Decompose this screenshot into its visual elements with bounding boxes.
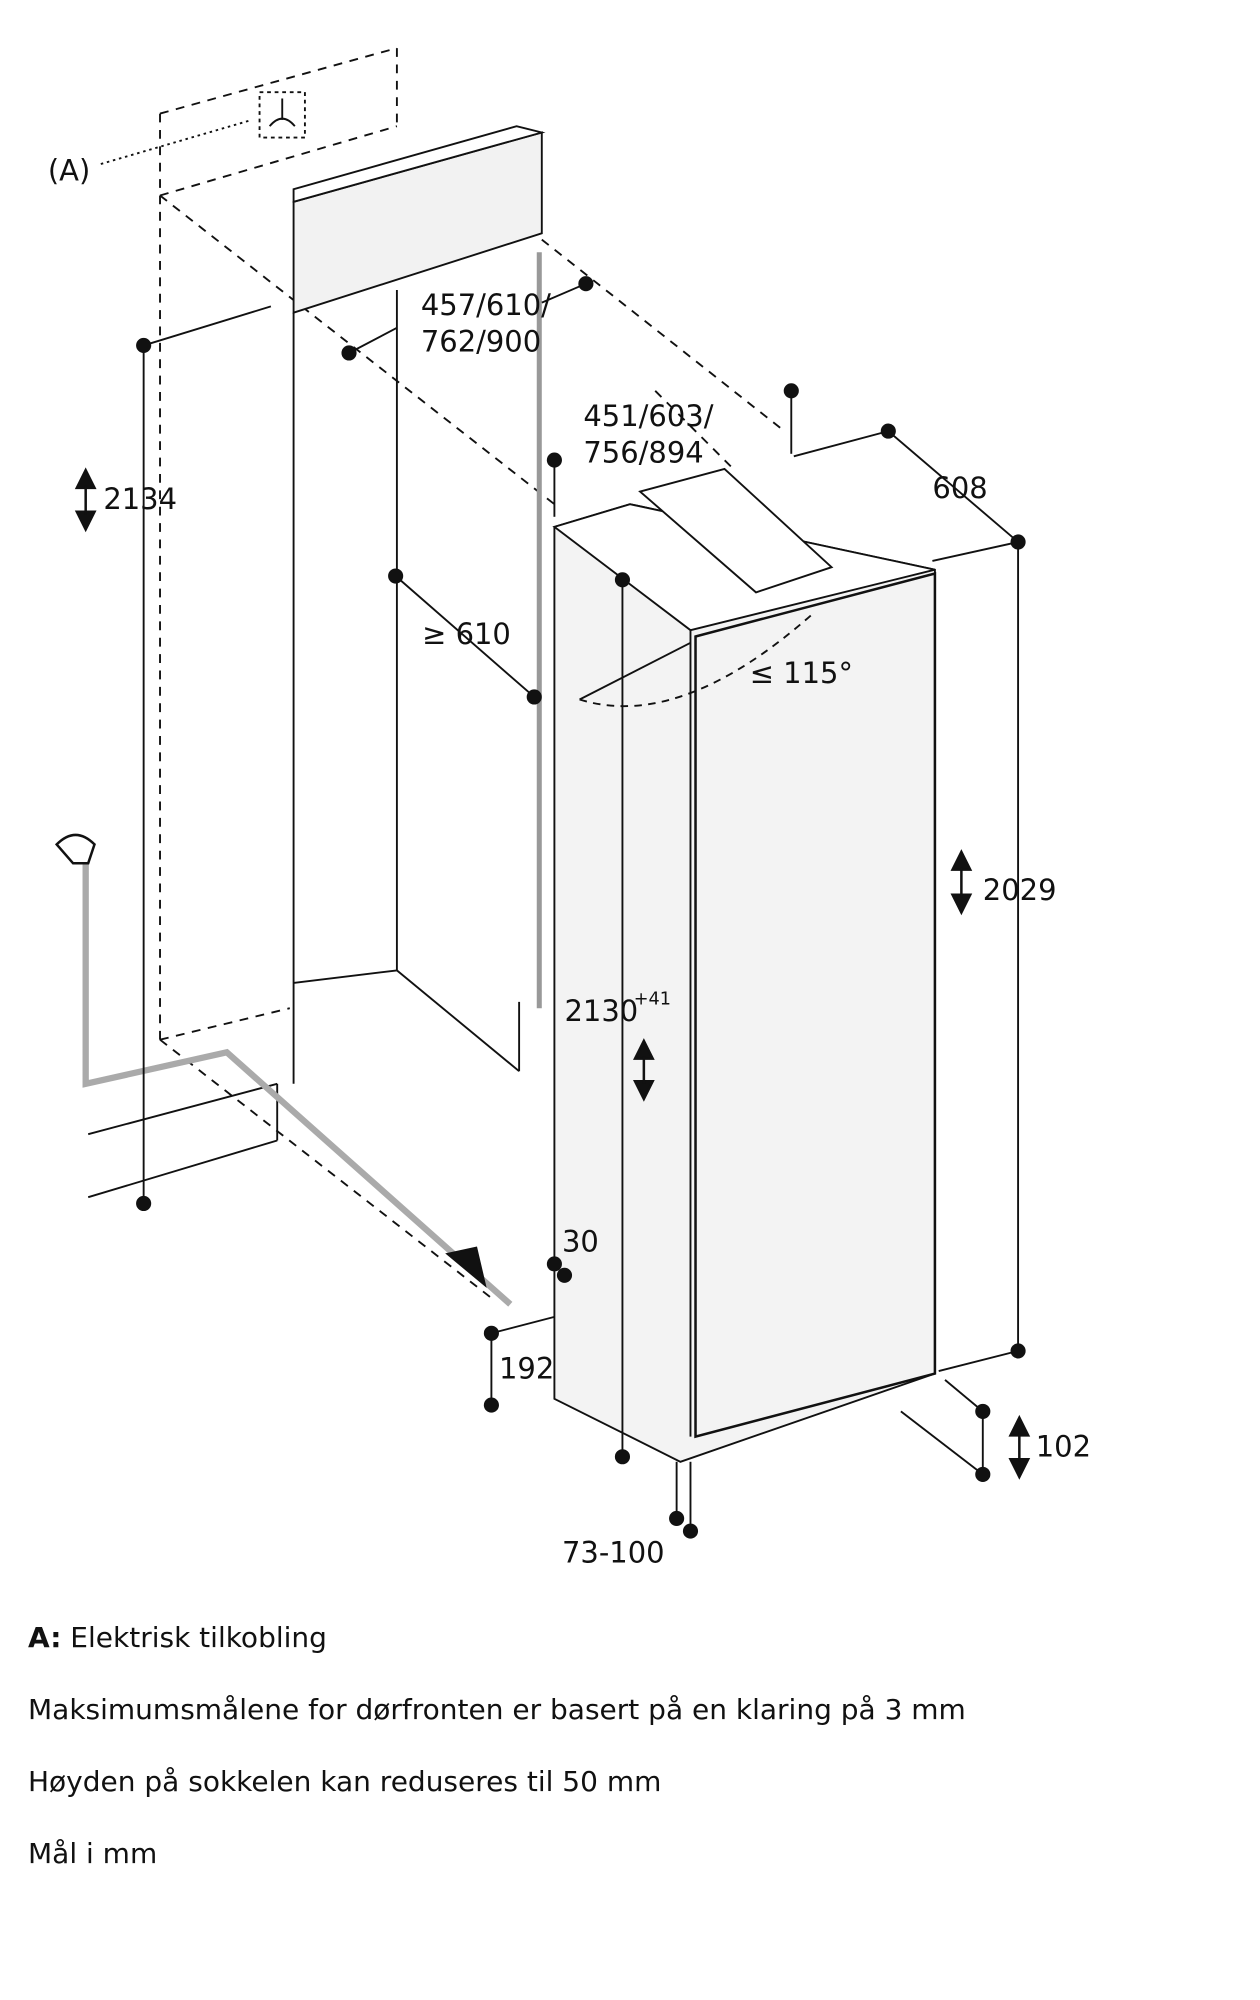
note-plinth-height: Høyden på sokkelen kan reduseres til 50 …: [28, 1765, 662, 1798]
note-a-label: A:: [28, 1621, 62, 1654]
dim-door-width-1: 451/603/: [583, 399, 713, 433]
note-door-clearance: Maksimumsmålene for dørfronten er basert…: [28, 1693, 966, 1726]
dim-102: 102: [1036, 1430, 1091, 1464]
dim-niche-width-1: 457/610/: [421, 288, 551, 322]
dim-niche-width-2: 762/900: [421, 325, 541, 359]
niche-outline: [159, 47, 782, 1299]
dim-2130-tolerance: +41: [634, 989, 671, 1009]
note-a-text: Elektrisk tilkobling: [70, 1621, 327, 1654]
dimension-points: [136, 276, 1026, 1539]
dim-2029: 2029: [983, 873, 1057, 907]
dim-2130: 2130: [564, 994, 638, 1028]
dim-608: 608: [932, 471, 987, 505]
dim-door-width-2: 756/894: [583, 436, 703, 470]
water-tap-icon: [54, 833, 96, 865]
flow-arrow-icon: [445, 1246, 487, 1288]
notes: A: Elektrisk tilkobling Maksimumsmålene …: [28, 1620, 966, 1908]
dim-min-610: ≥ 610: [422, 617, 511, 651]
note-a: A: Elektrisk tilkobling: [28, 1620, 966, 1692]
dim-30: 30: [562, 1224, 599, 1258]
note-units: Mål i mm: [28, 1837, 158, 1870]
dim-192: 192: [499, 1352, 554, 1386]
vent-cover: [638, 467, 834, 594]
dim-2134: 2134: [103, 482, 177, 516]
callout-a: (A): [48, 153, 90, 187]
dim-door-angle: ≤ 115°: [750, 656, 853, 690]
dim-73-100: 73-100: [562, 1536, 665, 1570]
height-arrow-icons: [74, 467, 1031, 1480]
appliance-door: [694, 571, 937, 1439]
water-pipe: [82, 856, 513, 1307]
